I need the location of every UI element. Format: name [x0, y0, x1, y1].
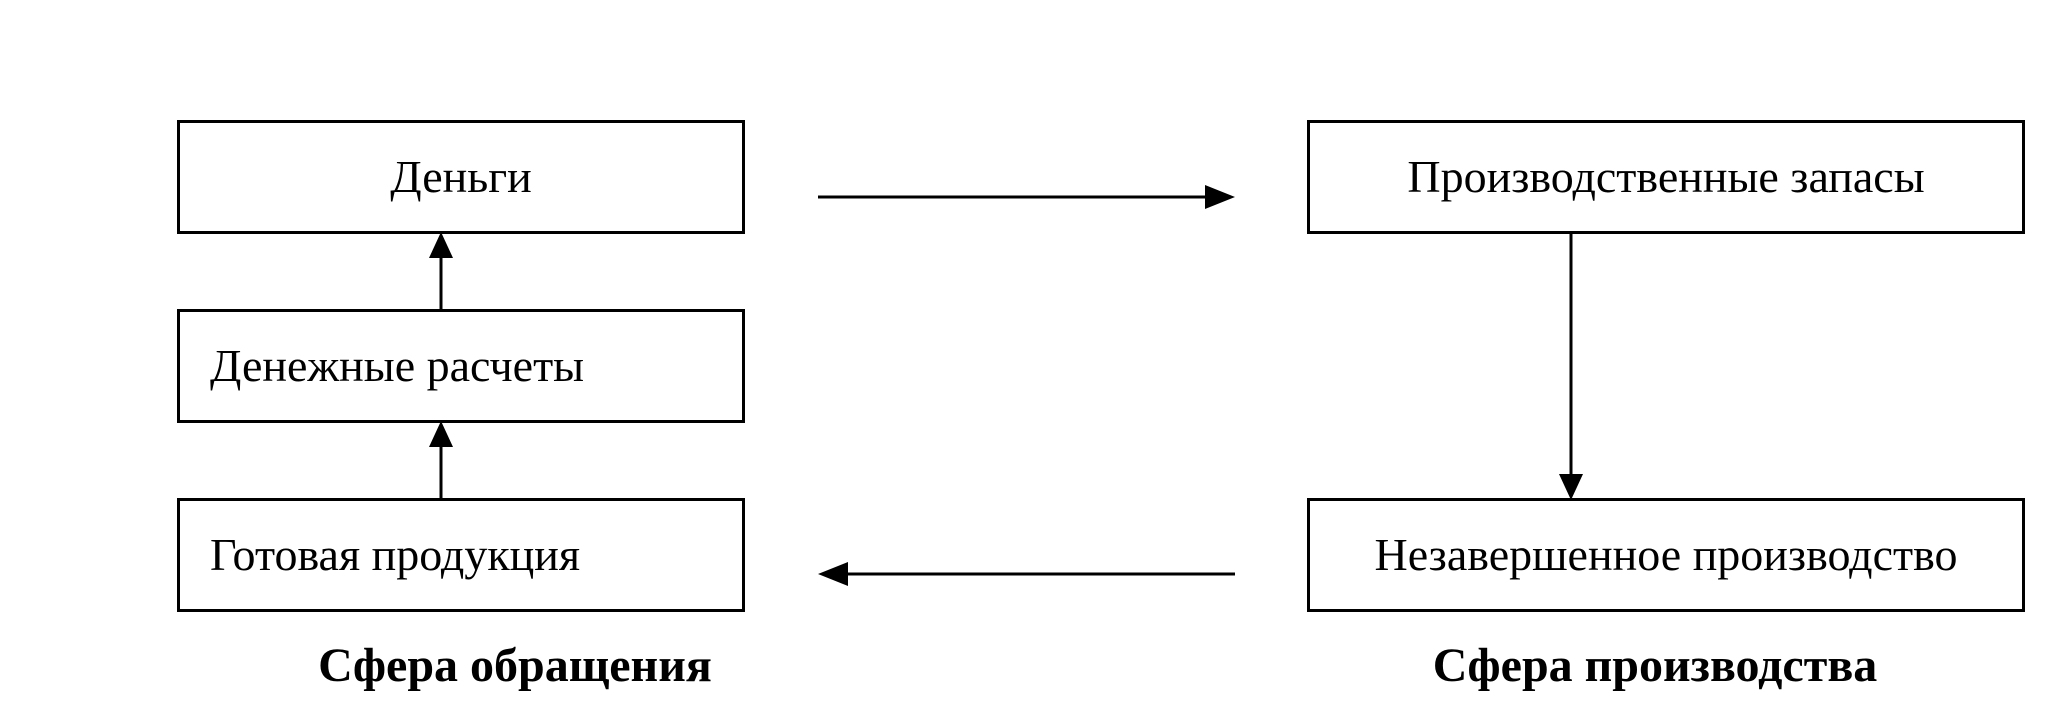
arrow-finished-goods-to-settlements [429, 421, 453, 498]
node-work-in-progress-label: Незавершенное производство [1374, 529, 1958, 580]
node-work-in-progress: Незавершенное производство [1307, 498, 2025, 612]
node-finished-goods: Готовая продукция [177, 498, 745, 612]
node-money-settlements: Денежные расчеты [177, 309, 745, 423]
node-money-label: Деньги [390, 151, 532, 202]
arrow-money-to-inventories [818, 185, 1235, 209]
node-production-inventories: Производственные запасы [1307, 120, 2025, 234]
node-finished-goods-label: Готовая продукция [210, 529, 581, 580]
node-money-settlements-label: Денежные расчеты [210, 340, 585, 391]
sphere-circulation-label: Сфера обращения [318, 639, 712, 692]
sphere-production-label: Сфера производства [1432, 639, 1878, 692]
node-production-inventories-label: Производственные запасы [1407, 151, 1925, 202]
arrow-inventories-to-work-in-progress [1559, 233, 1583, 500]
arrow-settlements-to-money [429, 232, 453, 309]
node-money: Деньги [177, 120, 745, 234]
arrow-work-in-progress-to-finished-goods [818, 562, 1235, 586]
